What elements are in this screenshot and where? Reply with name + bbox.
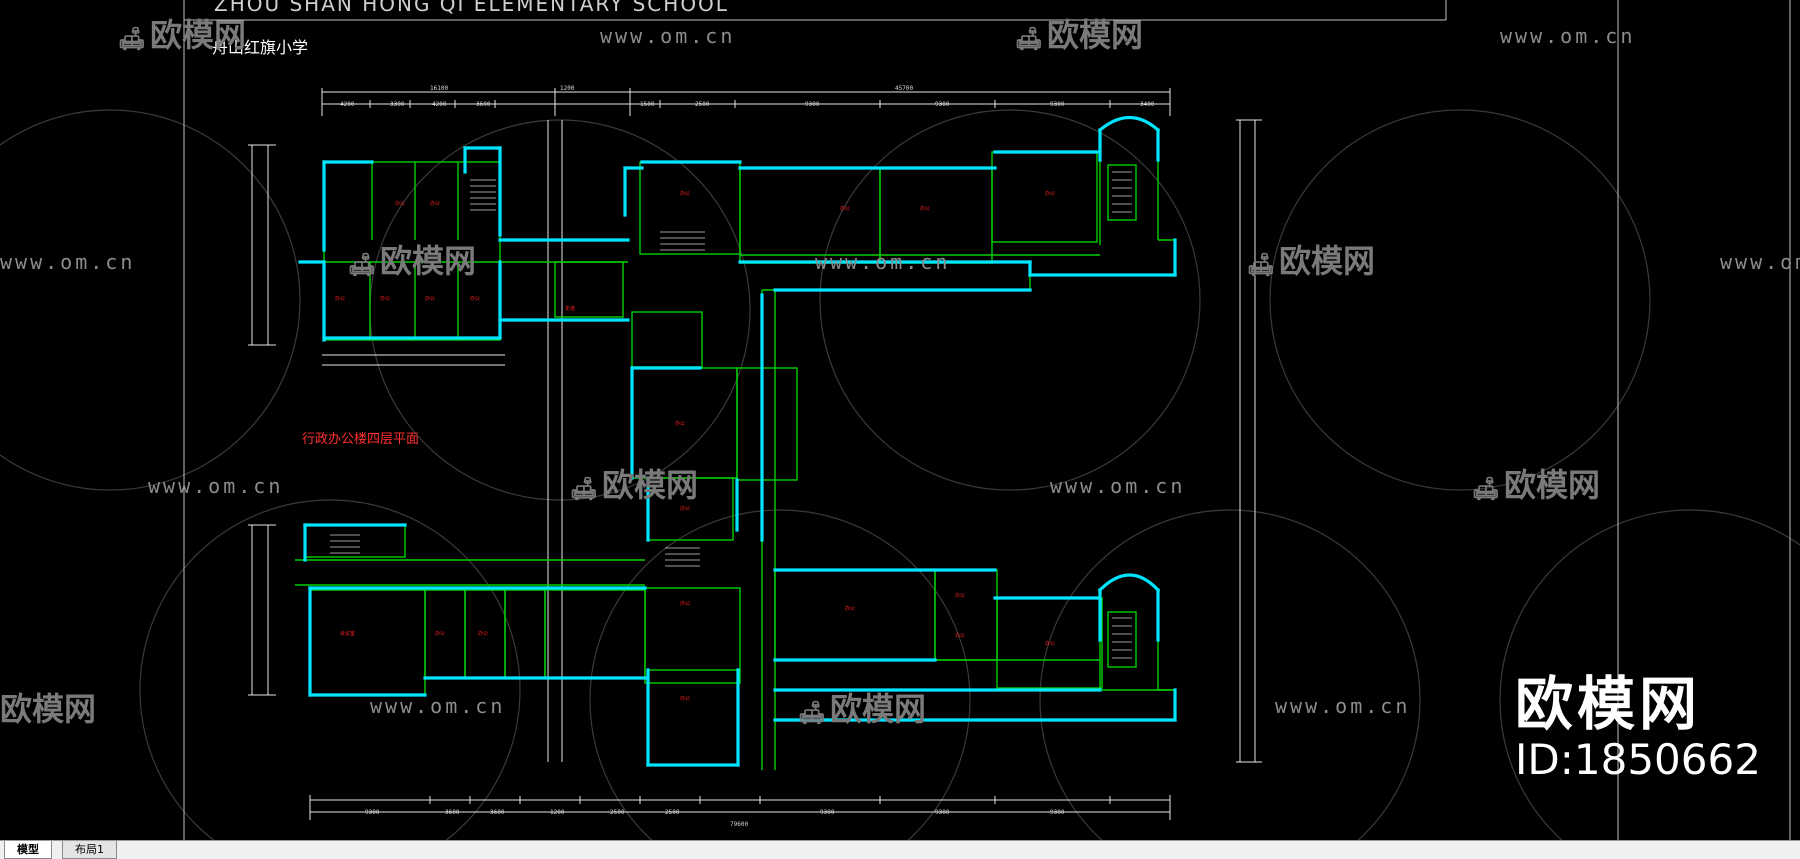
svg-text:9300: 9300 [935, 809, 950, 816]
svg-text:1200: 1200 [550, 809, 565, 816]
svg-text:办公: 办公 [680, 505, 690, 512]
watermark-brand: 🛋欧模网 [1472, 466, 1600, 504]
svg-text:办公: 办公 [1045, 190, 1055, 197]
tab-layout1[interactable]: 布局1 [62, 841, 117, 859]
svg-text:2500: 2500 [695, 101, 710, 108]
watermark-brand: 🛋欧模网 [1015, 16, 1143, 54]
svg-text:3300: 3300 [390, 101, 405, 108]
svg-text:1200: 1200 [560, 85, 575, 92]
svg-text:9300: 9300 [820, 809, 835, 816]
watermark-brand: 🛋欧模网 [798, 690, 926, 728]
svg-text:3600: 3600 [490, 809, 505, 816]
svg-text:办公: 办公 [680, 600, 690, 607]
sofa-icon: 🛋 [570, 477, 598, 502]
watermark-brand: 欧模网 [0, 690, 97, 728]
sofa-icon: 🛋 [1247, 253, 1275, 278]
svg-text:9300: 9300 [935, 101, 950, 108]
svg-text:会议室: 会议室 [340, 630, 355, 637]
svg-text:办公: 办公 [1045, 640, 1055, 647]
svg-text:9300: 9300 [1050, 809, 1065, 816]
watermark-brand: 🛋欧模网 [118, 16, 246, 54]
svg-text:办公: 办公 [680, 190, 690, 197]
plan-label: 行政办公楼四层平面 [302, 432, 420, 447]
svg-text:办公: 办公 [680, 695, 690, 702]
svg-text:9300: 9300 [1050, 101, 1065, 108]
watermark-url: www.om.cn [815, 250, 951, 274]
floor-plan-drawing: 16100 1200 45700 4200 3300 4200 3600 150… [0, 0, 1800, 840]
brand-overlay: 欧模网 ID:1850662 [1515, 672, 1785, 784]
watermark-url: www.om.cn [1720, 250, 1800, 274]
watermark-brand: 🛋欧模网 [570, 466, 698, 504]
svg-text:办公: 办公 [425, 295, 435, 302]
svg-text:3600: 3600 [476, 101, 491, 108]
sofa-icon: 🛋 [1472, 477, 1500, 502]
svg-text:79600: 79600 [730, 821, 748, 828]
tab-model[interactable]: 模型 [4, 841, 52, 859]
watermark-url: www.om.cn [600, 24, 736, 48]
watermark-url: www.om.cn [1500, 24, 1636, 48]
svg-text:办公: 办公 [840, 205, 850, 212]
watermark-brand: 🛋欧模网 [1247, 242, 1375, 280]
model-id: ID:1850662 [1515, 735, 1761, 784]
svg-text:办公: 办公 [478, 630, 488, 637]
svg-text:办公: 办公 [470, 295, 480, 302]
svg-text:1500: 1500 [640, 101, 655, 108]
svg-text:办公: 办公 [430, 200, 440, 207]
svg-text:2500: 2500 [665, 809, 680, 816]
sofa-icon: 🛋 [348, 253, 376, 278]
svg-text:办公: 办公 [675, 420, 685, 427]
drawing-title-cn: 舟山红旗小学 [212, 38, 309, 57]
watermark-url: www.om.cn [1275, 694, 1411, 718]
drawing-title-en: ZHOU SHAN HONG QI ELEMENTARY SCHOOL [214, 0, 729, 16]
layout-tab-bar: 模型 布局1 [0, 840, 1800, 859]
svg-text:45700: 45700 [895, 85, 913, 92]
svg-text:4200: 4200 [432, 101, 447, 108]
watermark-url: www.om.cn [0, 250, 136, 274]
svg-text:2500: 2500 [610, 809, 625, 816]
svg-text:4200: 4200 [340, 101, 355, 108]
svg-text:办公: 办公 [395, 200, 405, 207]
watermark-brand: 🛋欧模网 [348, 242, 476, 280]
sofa-icon: 🛋 [798, 701, 826, 726]
sofa-icon: 🛋 [118, 27, 146, 52]
svg-text:16100: 16100 [430, 85, 448, 92]
watermark-url: www.om.cn [1050, 474, 1186, 498]
svg-text:办公: 办公 [435, 630, 445, 637]
brand-name: 欧模网 [1515, 670, 1702, 738]
svg-text:办公: 办公 [845, 605, 855, 612]
svg-text:办公: 办公 [380, 295, 390, 302]
sofa-icon: 🛋 [1015, 27, 1043, 52]
svg-text:办公: 办公 [955, 592, 965, 599]
svg-text:走道: 走道 [565, 305, 575, 312]
cad-model-viewport[interactable]: 16100 1200 45700 4200 3300 4200 3600 150… [0, 0, 1800, 840]
svg-text:9300: 9300 [805, 101, 820, 108]
svg-text:办公: 办公 [335, 295, 345, 302]
watermark-url: www.om.cn [370, 694, 506, 718]
watermark-url: www.om.cn [148, 474, 284, 498]
svg-text:3600: 3600 [445, 809, 460, 816]
svg-text:3400: 3400 [1140, 101, 1155, 108]
svg-text:办公: 办公 [955, 632, 965, 639]
svg-text:办公: 办公 [920, 205, 930, 212]
svg-text:9300: 9300 [365, 809, 380, 816]
